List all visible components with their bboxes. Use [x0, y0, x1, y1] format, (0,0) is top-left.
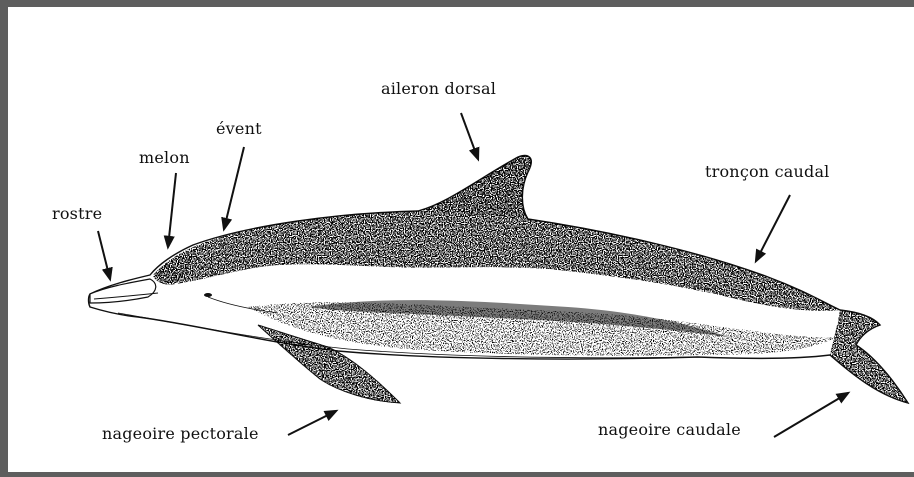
dolphin-illustration: [8, 7, 914, 472]
label-blowhole: évent: [216, 119, 262, 138]
arrow-tail-stock: [756, 195, 790, 261]
label-melon: melon: [139, 148, 190, 167]
dolphin-body: [89, 156, 909, 403]
label-tail-stock: tronçon caudal: [705, 162, 830, 181]
label-dorsal-fin: aileron dorsal: [381, 79, 496, 98]
arrow-melon: [168, 173, 176, 247]
arrow-dorsal-fin: [461, 113, 478, 159]
label-caudal-fin: nageoire caudale: [598, 420, 741, 439]
label-pectoral-fin: nageoire pectorale: [102, 424, 259, 443]
arrow-rostrum: [98, 231, 110, 279]
diagram-canvas: rostre melon évent aileron dorsal tronço…: [8, 7, 914, 472]
eye-mark: [204, 293, 212, 297]
arrow-blowhole: [224, 147, 244, 229]
label-rostrum: rostre: [52, 204, 102, 223]
arrow-pectoral-fin: [288, 411, 336, 435]
arrow-caudal-fin: [774, 393, 848, 437]
caudal-fin: [830, 310, 908, 403]
